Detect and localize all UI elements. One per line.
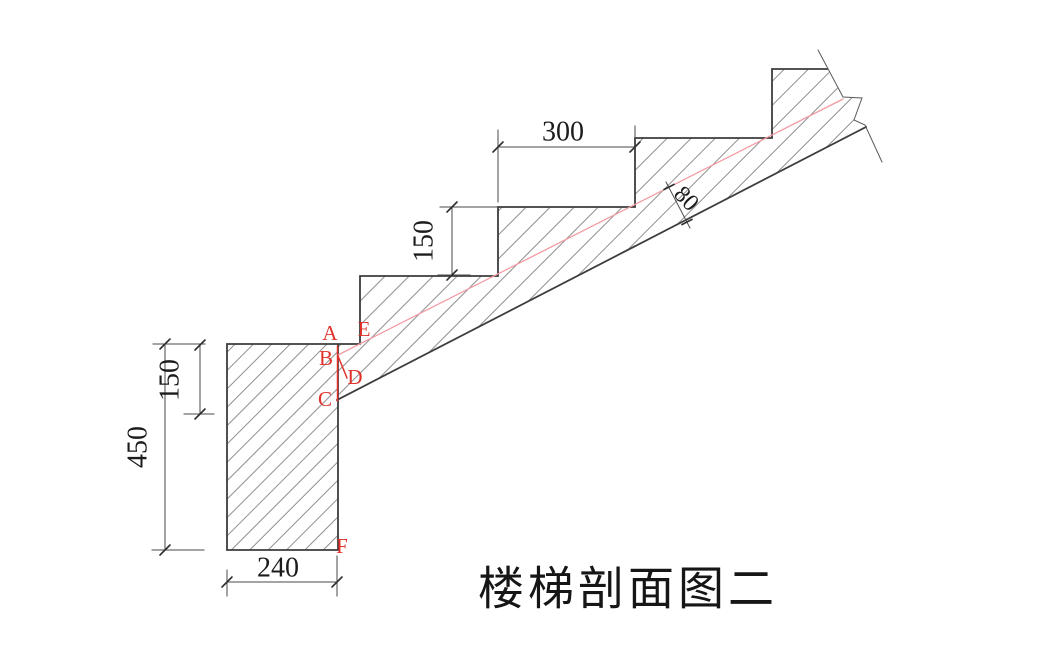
- point-label-d: D: [347, 365, 362, 389]
- tick-mark: [446, 269, 458, 281]
- dimension-wall-height: 450: [123, 338, 206, 556]
- wall-section-hatch: [227, 344, 338, 550]
- stair-flight-hatch: [337, 69, 866, 400]
- tick-mark: [331, 576, 343, 588]
- dimension-label: 300: [542, 117, 584, 148]
- tick-mark: [194, 339, 206, 351]
- dimension-label: 150: [409, 220, 440, 262]
- section-outline: [226, 68, 868, 551]
- dimension-wall-thickness: 240: [221, 553, 343, 597]
- point-label-f: F: [336, 534, 348, 558]
- tick-mark: [221, 576, 233, 588]
- point-label-b: B: [319, 346, 333, 370]
- tick-mark: [194, 408, 206, 420]
- mark-line-b-d: [337, 355, 348, 379]
- tick-mark: [159, 338, 171, 350]
- construction-marks: A B C D E F: [318, 317, 370, 558]
- tick-mark: [629, 141, 641, 153]
- break-line: [817, 49, 883, 163]
- point-label-c: C: [318, 387, 332, 411]
- tick-mark: [159, 544, 171, 556]
- figure-title: 楼梯剖面图二: [478, 564, 778, 615]
- tick-mark: [663, 183, 675, 191]
- dimension-label: 450: [123, 426, 154, 468]
- point-label-a: A: [322, 321, 338, 345]
- dimension-label: 150: [155, 359, 186, 401]
- tick-mark: [681, 218, 693, 226]
- dimension-riser-height: 150: [409, 201, 498, 281]
- dimension-line: [665, 181, 691, 229]
- tick-mark: [492, 141, 504, 153]
- dimension-label: 240: [257, 553, 299, 584]
- dimension-tread-depth: 300: [492, 117, 641, 203]
- dimension-embed-depth: 150: [155, 339, 215, 420]
- point-label-e: E: [358, 317, 371, 341]
- tick-mark: [446, 201, 458, 213]
- step-corner-line: [337, 98, 844, 356]
